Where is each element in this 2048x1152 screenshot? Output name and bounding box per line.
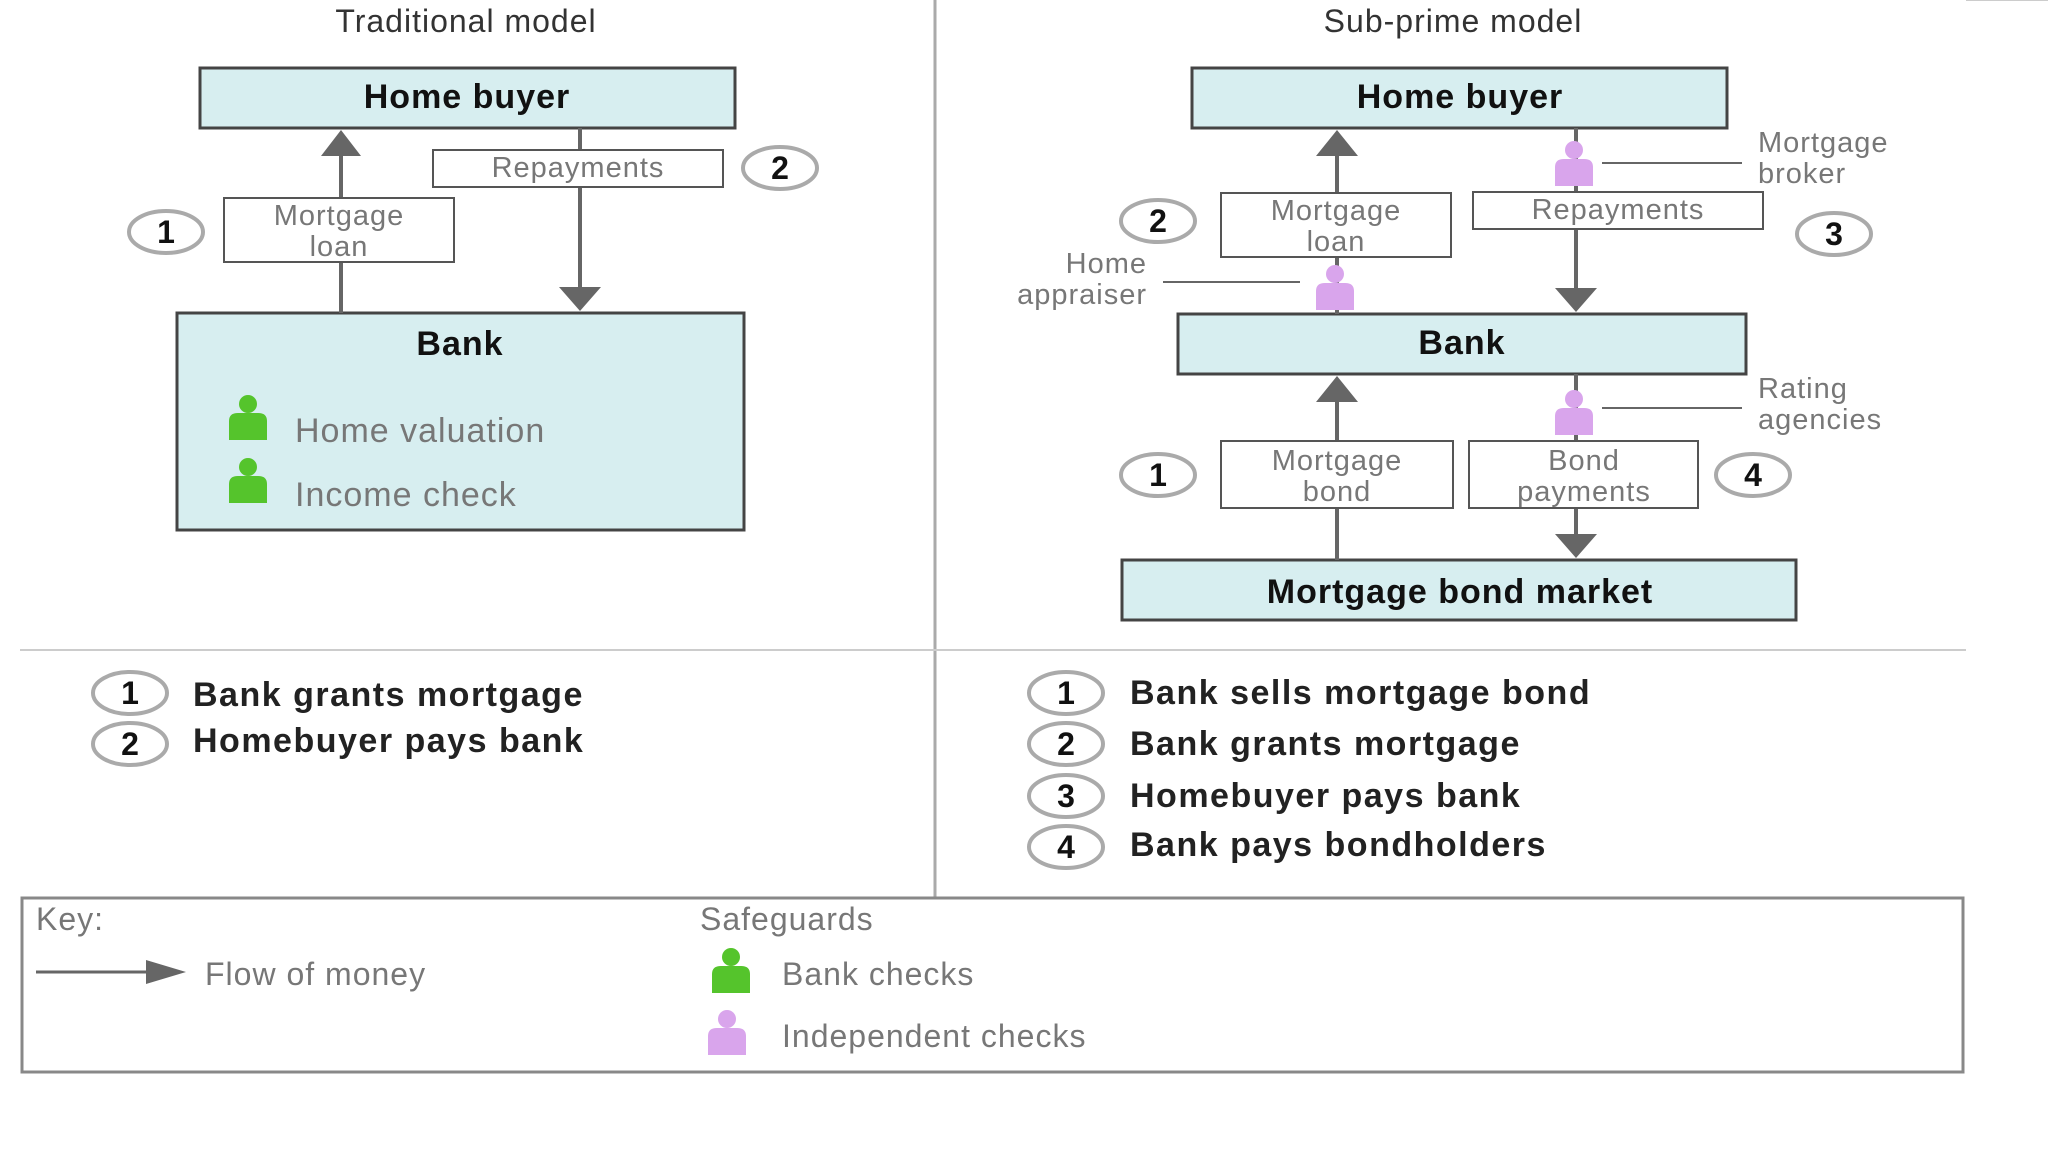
step-number: 4 bbox=[1057, 829, 1075, 865]
home-appraiser-line1: Home bbox=[1066, 248, 1147, 280]
mortgage-broker-person-icon bbox=[1555, 141, 1593, 186]
step-number: 2 bbox=[771, 150, 789, 186]
traditional-title: Traditional model bbox=[335, 3, 596, 39]
step-number: 1 bbox=[1057, 675, 1075, 711]
home-valuation-label: Home valuation bbox=[295, 412, 545, 450]
bond-market-label: Mortgage bond market bbox=[1267, 573, 1653, 611]
step-number-badge bbox=[91, 721, 169, 767]
step-number: 2 bbox=[1057, 726, 1075, 762]
arrowhead-up-icon bbox=[1316, 376, 1358, 402]
key-panel: Key: Flow of money Safeguards Bank check… bbox=[20, 896, 1965, 1074]
mortgage-bond-label-box bbox=[1220, 440, 1454, 509]
step-number-badge bbox=[1795, 211, 1873, 257]
subprime-mortgage-loan-line2: loan bbox=[1307, 226, 1366, 258]
step-number-badge bbox=[1027, 670, 1105, 716]
arrowhead-down-icon bbox=[1555, 288, 1597, 312]
traditional-model: Traditional model Home buyer Bank Home v… bbox=[91, 3, 819, 767]
mortgage-broker-line1: Mortgage bbox=[1758, 127, 1889, 159]
step-text: Bank pays bondholders bbox=[1130, 826, 1547, 864]
step-text: Homebuyer pays bank bbox=[193, 722, 584, 760]
subprime-mortgage-loan-line1: Mortgage bbox=[1271, 195, 1402, 227]
step-number: 2 bbox=[121, 726, 139, 762]
arrowhead-right-icon bbox=[146, 960, 186, 984]
bond-market-box bbox=[1120, 558, 1798, 622]
step-number-badge bbox=[1027, 824, 1105, 870]
step-number: 3 bbox=[1057, 778, 1075, 814]
rating-agencies-line1: Rating bbox=[1758, 373, 1848, 405]
mortgage-broker-line2: broker bbox=[1758, 158, 1846, 190]
flow-of-money-label: Flow of money bbox=[205, 956, 426, 992]
step-number: 3 bbox=[1825, 216, 1843, 252]
step-number: 1 bbox=[1149, 457, 1167, 493]
arrowhead-down-icon bbox=[559, 287, 601, 311]
subprime-model: Sub-prime model Home buyer Bank Mortgage… bbox=[1017, 3, 1889, 870]
subprime-home-buyer-label: Home buyer bbox=[1357, 78, 1564, 116]
rating-agencies-line2: agencies bbox=[1758, 404, 1882, 436]
step-number: 4 bbox=[1744, 457, 1762, 493]
mortgage-bond-line1: Mortgage bbox=[1272, 445, 1403, 477]
bond-payments-line2: payments bbox=[1517, 476, 1651, 508]
step-number-badge bbox=[91, 670, 169, 716]
step-text: Bank grants mortgage bbox=[1130, 725, 1521, 763]
bank-checks-label: Bank checks bbox=[782, 956, 974, 992]
safeguards-title: Safeguards bbox=[700, 901, 874, 937]
key-box bbox=[20, 896, 1965, 1074]
arrowhead-up-icon bbox=[321, 130, 361, 156]
traditional-bank-box bbox=[175, 311, 746, 532]
step-number-badge bbox=[1714, 452, 1792, 498]
step-text: Bank grants mortgage bbox=[193, 676, 584, 714]
subprime-home-buyer-box bbox=[1190, 66, 1729, 130]
repayments-label-box bbox=[432, 149, 724, 188]
subprime-repayments-label: Repayments bbox=[1532, 194, 1705, 226]
bond-payments-label-box bbox=[1468, 440, 1699, 509]
arrowhead-down-icon bbox=[1555, 534, 1597, 558]
traditional-bank-label: Bank bbox=[416, 325, 503, 363]
mortgage-loan-label-line2: loan bbox=[310, 231, 369, 263]
traditional-home-buyer-label: Home buyer bbox=[364, 78, 571, 116]
bond-payments-line1: Bond bbox=[1548, 445, 1620, 477]
mortgage-bond-line2: bond bbox=[1303, 476, 1372, 508]
subprime-mortgage-loan-label-box bbox=[1220, 192, 1452, 258]
subprime-bank-label: Bank bbox=[1418, 324, 1505, 362]
arrowhead-up-icon bbox=[1316, 130, 1358, 156]
step-number-badge bbox=[1027, 721, 1105, 767]
independent-checks-label: Independent checks bbox=[782, 1018, 1086, 1054]
step-text: Bank sells mortgage bond bbox=[1130, 674, 1591, 712]
rating-agencies-person-icon bbox=[1555, 390, 1593, 435]
subprime-bank-box bbox=[1176, 312, 1748, 376]
step-number-badge bbox=[1027, 773, 1105, 819]
repayments-label: Repayments bbox=[492, 152, 665, 184]
step-number-badge bbox=[127, 209, 205, 255]
traditional-home-buyer-box bbox=[198, 66, 737, 130]
income-check-label: Income check bbox=[295, 476, 517, 514]
step-number: 1 bbox=[121, 675, 139, 711]
step-number-badge bbox=[1119, 452, 1197, 498]
home-appraiser-line2: appraiser bbox=[1017, 279, 1147, 311]
subprime-title: Sub-prime model bbox=[1324, 3, 1583, 39]
step-number: 1 bbox=[157, 214, 175, 250]
step-number: 2 bbox=[1149, 203, 1167, 239]
step-number-badge bbox=[1119, 198, 1197, 244]
step-number-badge bbox=[741, 145, 819, 191]
step-text: Homebuyer pays bank bbox=[1130, 777, 1521, 815]
mortgage-loan-label-line1: Mortgage bbox=[274, 200, 405, 232]
mortgage-loan-label-box bbox=[223, 197, 455, 263]
home-appraiser-person-icon bbox=[1316, 265, 1354, 310]
key-title: Key: bbox=[36, 901, 104, 937]
subprime-repayments-label-box bbox=[1472, 191, 1764, 230]
